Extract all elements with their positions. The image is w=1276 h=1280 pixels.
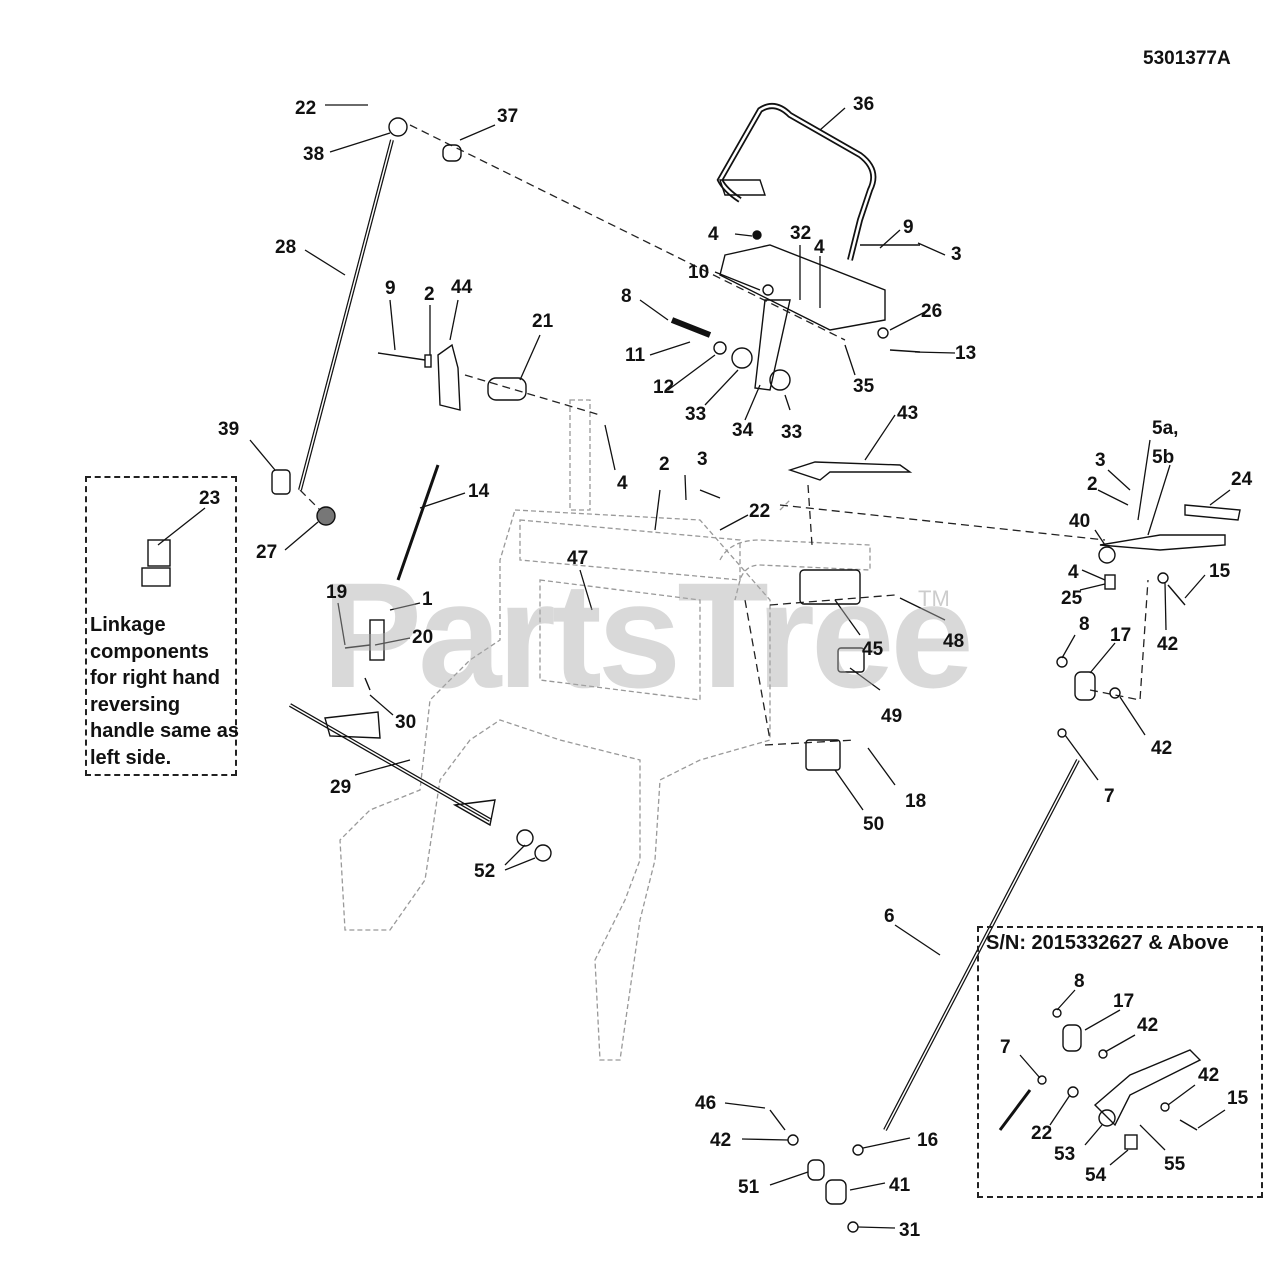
part-label: 16 — [917, 1130, 939, 1151]
part-label: 49 — [881, 706, 903, 727]
part-label: 53 — [1054, 1144, 1076, 1165]
inset-box — [977, 926, 1263, 1198]
part-label: 2 — [424, 284, 435, 305]
part-label: 51 — [738, 1177, 760, 1198]
part-label: 24 — [1231, 469, 1253, 490]
part-label: 35 — [853, 376, 875, 397]
part-label: 40 — [1069, 511, 1091, 532]
part-label: 48 — [943, 631, 965, 652]
frame-outline — [339, 399, 871, 1061]
part-label: 8 — [621, 286, 632, 307]
part-label: 31 — [899, 1220, 921, 1241]
part-label: 22 — [1031, 1123, 1053, 1144]
part-label: 20 — [412, 627, 434, 648]
part-label: 42 — [1157, 634, 1179, 655]
part-label: 41 — [889, 1175, 911, 1196]
part-label: 37 — [497, 106, 519, 127]
part-label: 39 — [218, 419, 240, 440]
part-label: 22 — [295, 98, 317, 119]
part-label: 15 — [1209, 561, 1231, 582]
part-label: 30 — [395, 712, 417, 733]
part-label: 2 — [1087, 474, 1098, 495]
part-label: 33 — [781, 422, 803, 443]
part-label: 8 — [1079, 614, 1090, 635]
part-label: 29 — [330, 777, 352, 798]
part-label: 4 — [617, 473, 628, 494]
part-label: 34 — [732, 420, 754, 441]
part-label: 42 — [710, 1130, 732, 1151]
part-label: 46 — [695, 1093, 717, 1114]
part-label: 7 — [1104, 786, 1115, 807]
part-label: 3 — [951, 244, 962, 265]
part-label: 19 — [326, 582, 348, 603]
part-label: 55 — [1164, 1154, 1186, 1175]
watermark: PartsTree — [322, 551, 974, 719]
part-label: 17 — [1110, 625, 1132, 646]
inset-title: S/N: 2015332627 & Above — [986, 932, 1229, 954]
callout-lines — [157, 104, 1231, 1229]
part-label: 50 — [863, 814, 885, 835]
part-label: 26 — [921, 301, 943, 322]
part-label: 7 — [1000, 1037, 1011, 1058]
part-label: 21 — [532, 311, 554, 332]
part-label: 43 — [897, 403, 919, 424]
part-label: 52 — [474, 861, 496, 882]
note-box — [85, 476, 237, 776]
part-label: 42 — [1151, 738, 1173, 759]
part-label: 54 — [1085, 1165, 1107, 1186]
part-label: 27 — [256, 542, 278, 563]
part-label: 12 — [653, 377, 675, 398]
part-label: 36 — [853, 94, 875, 115]
drawing-code: 5301377A — [1143, 48, 1231, 69]
part-label: 14 — [468, 481, 490, 502]
trademark-mark: TM — [918, 586, 950, 611]
part-label: 11 — [625, 345, 646, 366]
part-label: 32 — [790, 223, 812, 244]
part-label: 28 — [275, 237, 297, 258]
note-text: Linkage components for right hand revers… — [90, 614, 239, 769]
part-label: 3 — [697, 449, 708, 470]
part-label: 9 — [385, 278, 396, 299]
part-label: 45 — [862, 639, 884, 660]
part-shapes — [141, 103, 1241, 1233]
part-label: 4 — [814, 237, 825, 258]
part-label: 2 — [659, 454, 670, 475]
part-label: 8 — [1074, 971, 1085, 992]
part-label: 44 — [451, 277, 473, 298]
part-label: 33 — [685, 404, 707, 425]
part-label: 4 — [1068, 562, 1079, 583]
part-label: 47 — [567, 548, 589, 569]
part-label: 18 — [905, 791, 927, 812]
part-label: 25 — [1061, 588, 1083, 609]
part-label: 17 — [1113, 991, 1135, 1012]
part-label: 13 — [955, 343, 977, 364]
part-label: 5a, — [1152, 418, 1179, 439]
part-label: 22 — [749, 501, 771, 522]
part-label: 6 — [884, 906, 895, 927]
part-label: 38 — [303, 144, 325, 165]
part-label: 3 — [1095, 450, 1106, 471]
part-label: 5b — [1152, 447, 1175, 468]
part-label: 1 — [422, 589, 433, 610]
part-label: 23 — [199, 488, 221, 509]
leader-dashes — [299, 124, 1149, 746]
part-label: 42 — [1198, 1065, 1220, 1086]
part-label: 4 — [708, 224, 719, 245]
part-label: 42 — [1137, 1015, 1159, 1036]
part-label: 9 — [903, 217, 914, 238]
part-label: 10 — [688, 262, 710, 283]
part-label: 15 — [1227, 1088, 1249, 1109]
